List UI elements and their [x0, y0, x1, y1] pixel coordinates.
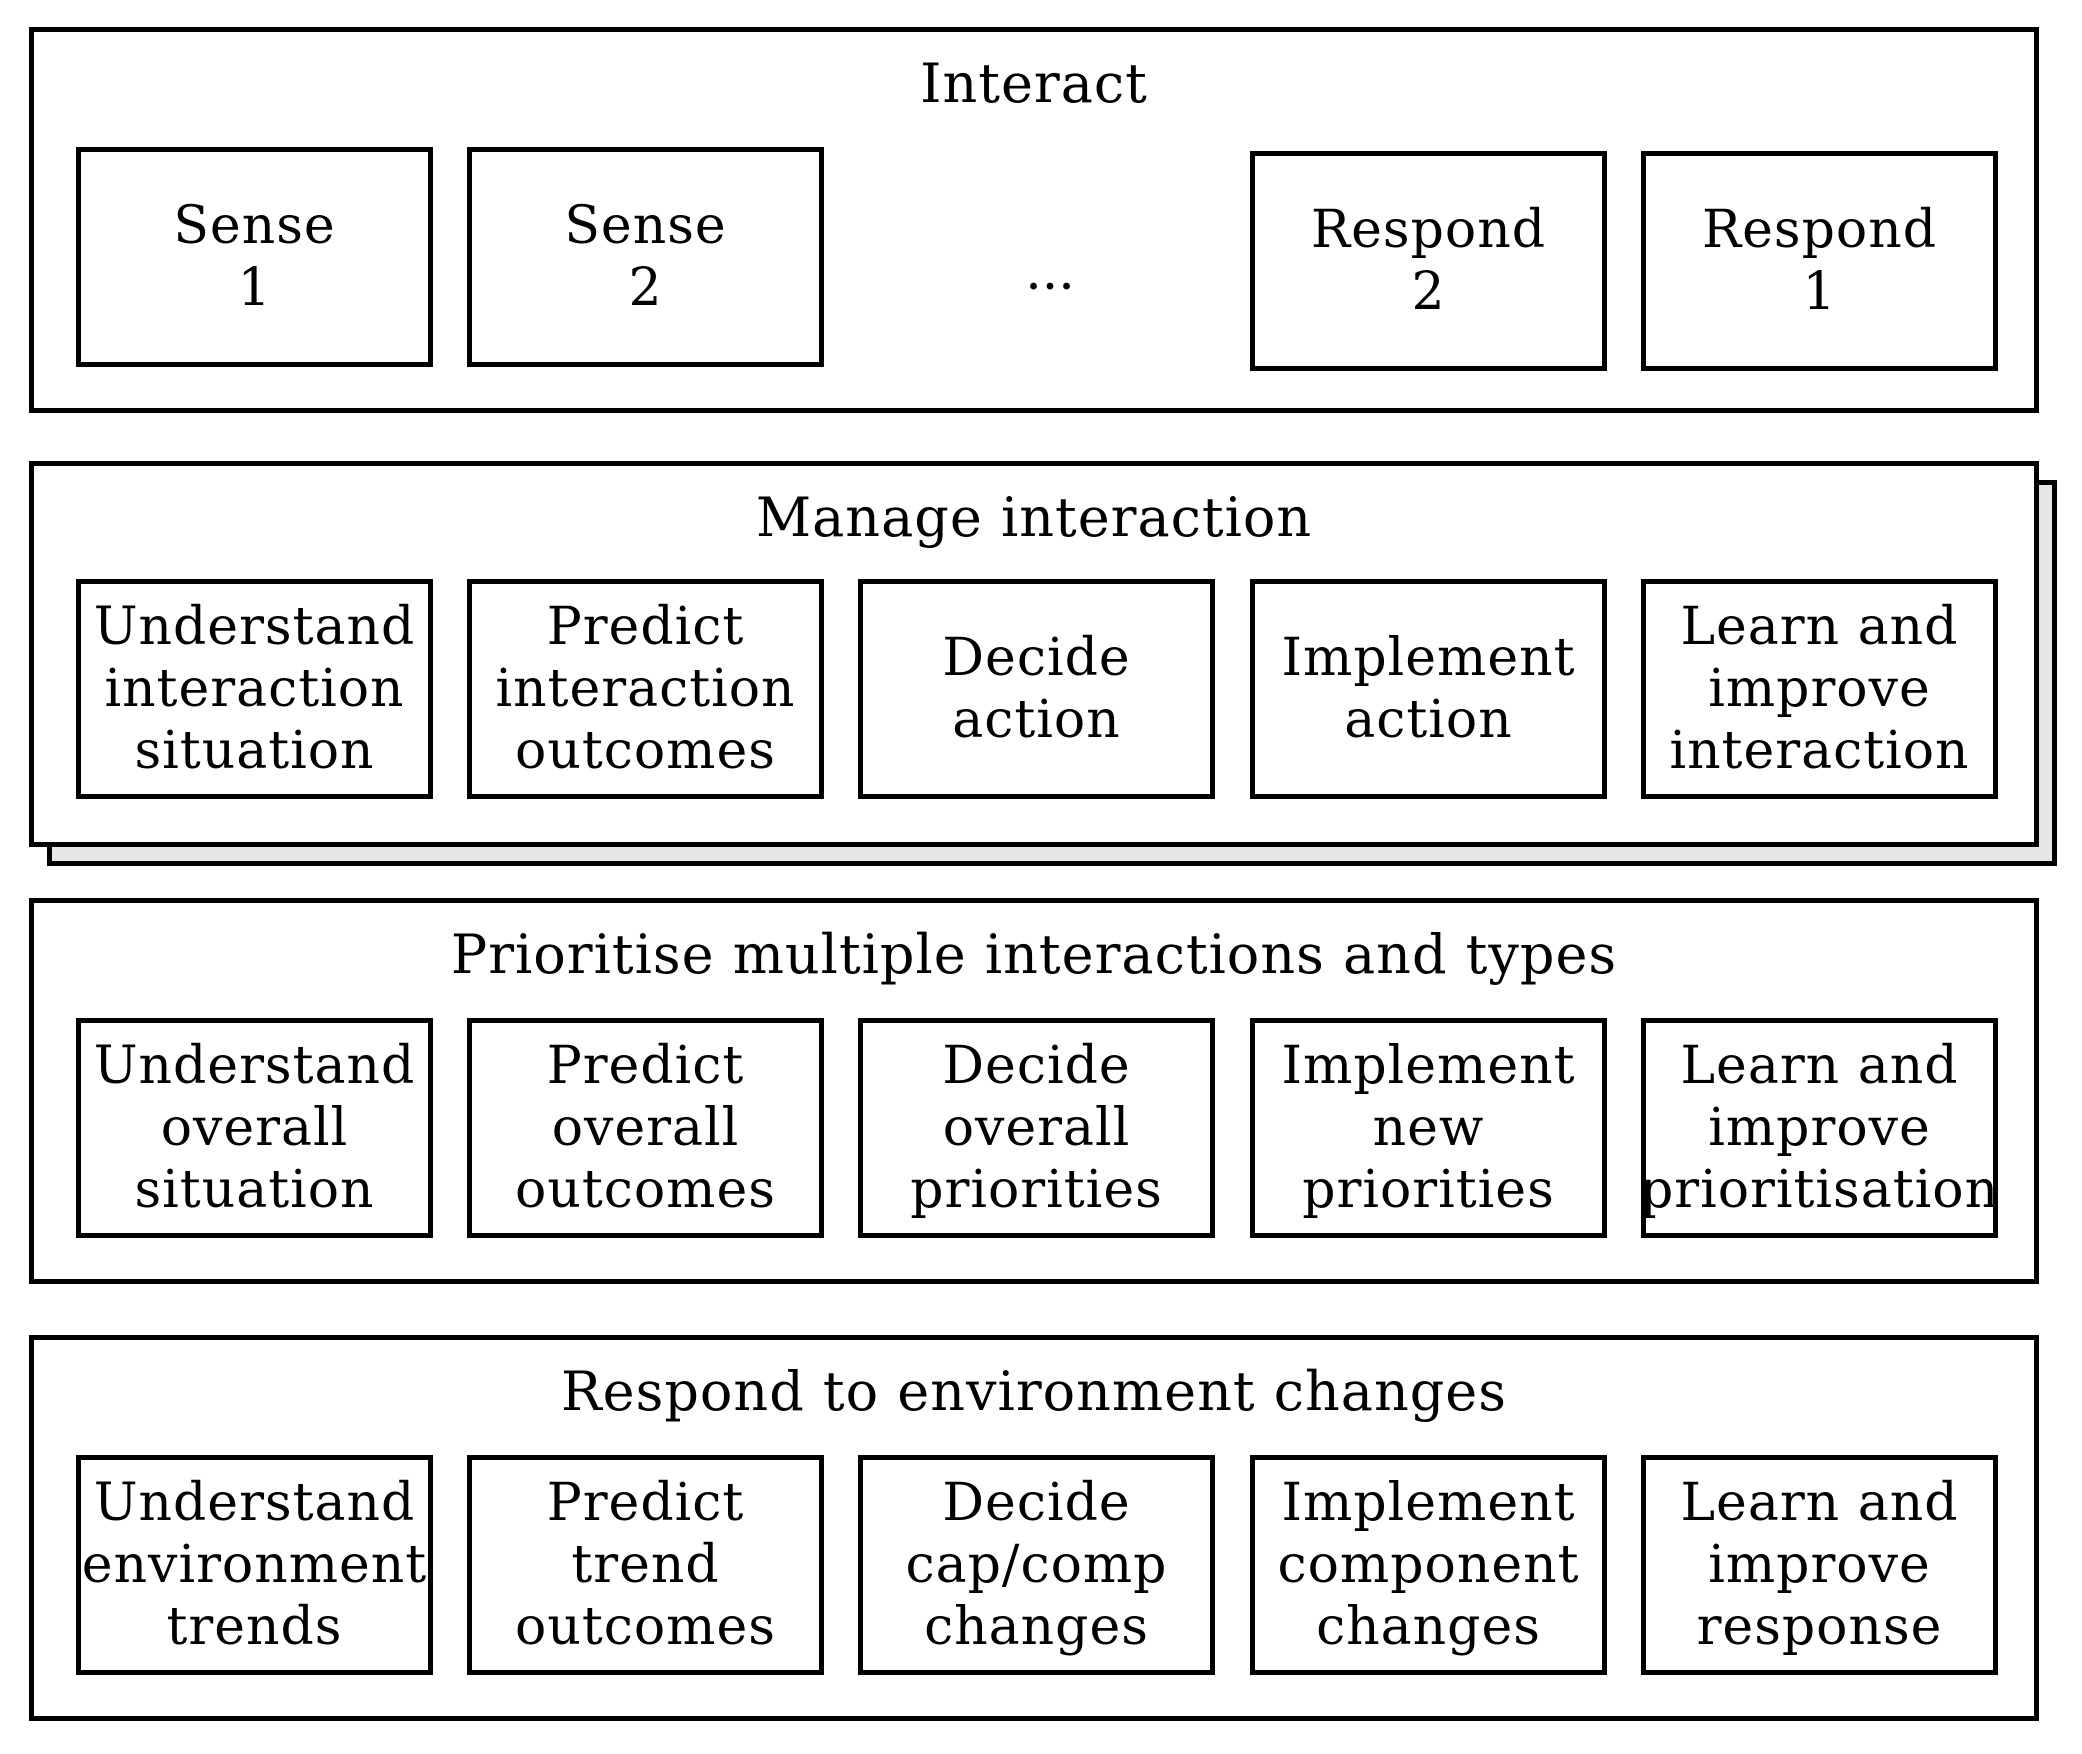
- box-decide-changes: Decide cap/comp changes: [858, 1455, 1215, 1675]
- box-label: Understand overall situation: [93, 1036, 416, 1220]
- box-label: Respond 1: [1702, 200, 1937, 322]
- box-predict-interaction: Predict interaction outcomes: [467, 579, 824, 799]
- layer-prioritise: Prioritise multiple interactions and typ…: [29, 898, 2039, 1284]
- box-label: Learn and improve interaction: [1669, 597, 1970, 781]
- layer-title-prioritise: Prioritise multiple interactions and typ…: [450, 923, 1618, 986]
- box-label: Implement action: [1281, 628, 1576, 750]
- box-label: Decide cap/comp changes: [905, 1473, 1168, 1657]
- box-label: Decide action: [942, 628, 1131, 750]
- box-label: Understand interaction situation: [93, 597, 416, 781]
- box-label: Implement component changes: [1277, 1473, 1580, 1657]
- box-respond-2: Respond 2: [1250, 151, 1607, 371]
- box-decide-priorities: Decide overall priorities: [858, 1018, 1215, 1238]
- box-learn-improve-interaction: Learn and improve interaction: [1641, 579, 1998, 799]
- ellipsis: ...: [1025, 242, 1075, 302]
- box-understand-environment: Understand environment trends: [76, 1455, 433, 1675]
- box-label: Sense 2: [564, 196, 727, 318]
- layer-title-interact: Interact: [920, 52, 1148, 115]
- box-understand-overall: Understand overall situation: [76, 1018, 433, 1238]
- layer-title-environment: Respond to environment changes: [561, 1360, 1507, 1423]
- box-label: Understand environment trends: [81, 1473, 428, 1657]
- box-respond-1: Respond 1: [1641, 151, 1998, 371]
- box-learn-improve-prioritisation: Learn and improve prioritisation: [1639, 1018, 2000, 1238]
- box-label: Sense 1: [173, 196, 336, 318]
- box-predict-overall: Predict overall outcomes: [467, 1018, 824, 1238]
- layer-environment: Respond to environment changes Understan…: [29, 1335, 2039, 1721]
- box-understand-interaction: Understand interaction situation: [76, 579, 433, 799]
- layer-interact: Interact Sense 1 Sense 2 ... Respond 2 R…: [29, 27, 2039, 413]
- box-label: Learn and improve response: [1680, 1473, 1959, 1657]
- box-label: Implement new priorities: [1281, 1036, 1576, 1220]
- box-learn-improve-response: Learn and improve response: [1641, 1455, 1998, 1675]
- box-label: Predict trend outcomes: [515, 1473, 776, 1657]
- layer-manage-interaction: Manage interaction Understand interactio…: [29, 461, 2039, 847]
- box-label: Learn and improve prioritisation: [1639, 1036, 2000, 1220]
- box-implement-priorities: Implement new priorities: [1250, 1018, 1607, 1238]
- layer-title-manage-interaction: Manage interaction: [755, 486, 1313, 549]
- box-label: Predict interaction outcomes: [495, 597, 796, 781]
- box-sense-1: Sense 1: [76, 147, 433, 367]
- box-label: Decide overall priorities: [910, 1036, 1163, 1220]
- box-implement-action: Implement action: [1250, 579, 1607, 799]
- box-predict-trend: Predict trend outcomes: [467, 1455, 824, 1675]
- box-label: Respond 2: [1311, 200, 1546, 322]
- box-implement-changes: Implement component changes: [1250, 1455, 1607, 1675]
- box-label: Predict overall outcomes: [515, 1036, 776, 1220]
- box-decide-action: Decide action: [858, 579, 1215, 799]
- box-sense-2: Sense 2: [467, 147, 824, 367]
